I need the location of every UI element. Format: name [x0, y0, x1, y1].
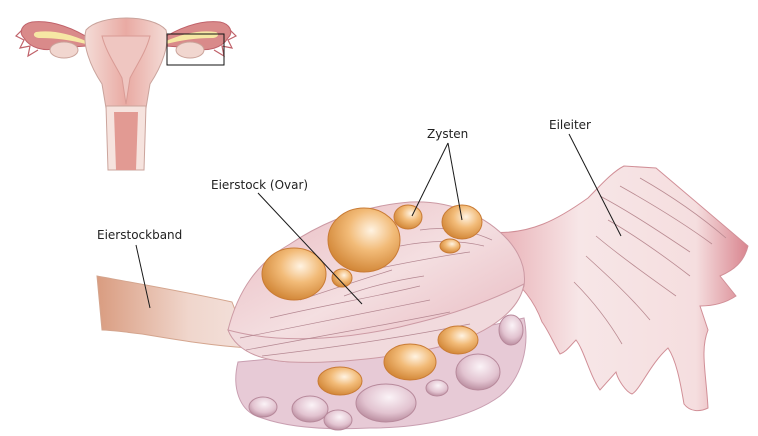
- fallopian-tube: [487, 165, 749, 412]
- label-tube: Eileiter: [549, 118, 591, 132]
- uterine-cavity-small: [101, 35, 151, 105]
- cyst: [327, 207, 401, 273]
- ovarian-cysts: [261, 204, 483, 396]
- right-tube-lumen-small: [164, 31, 219, 44]
- cyst: [317, 366, 363, 396]
- label-ovary: Eierstock (Ovar): [211, 178, 308, 192]
- label-cysts: Zysten: [427, 127, 468, 141]
- cyst: [393, 204, 423, 230]
- leader-cyst-1: [411, 142, 449, 217]
- left-ovary-small: [49, 41, 79, 59]
- label-ligament: Eierstockband: [97, 228, 182, 242]
- uterus-overview: [14, 17, 238, 171]
- leader-ligament: [135, 244, 151, 309]
- vaginal-canal-small: [114, 112, 138, 170]
- cyst: [261, 247, 327, 301]
- cyst: [439, 238, 461, 254]
- right-ovary-small: [175, 41, 205, 59]
- cyst: [331, 268, 353, 288]
- left-tube-lumen-small: [33, 31, 88, 44]
- cyst: [383, 343, 437, 381]
- leader-lines: [135, 133, 622, 309]
- leader-cyst-2: [447, 142, 463, 221]
- cyst: [437, 325, 479, 355]
- left-fimbriae-small: [14, 29, 39, 58]
- leader-tube: [568, 133, 622, 237]
- fallopian-tube-folds: [573, 177, 727, 345]
- leader-ovary: [257, 192, 363, 305]
- ovarian-ligament: [96, 275, 251, 349]
- cyst: [441, 204, 483, 240]
- ovarian-follicles: [248, 314, 524, 431]
- detail-indicator-box: [166, 33, 225, 66]
